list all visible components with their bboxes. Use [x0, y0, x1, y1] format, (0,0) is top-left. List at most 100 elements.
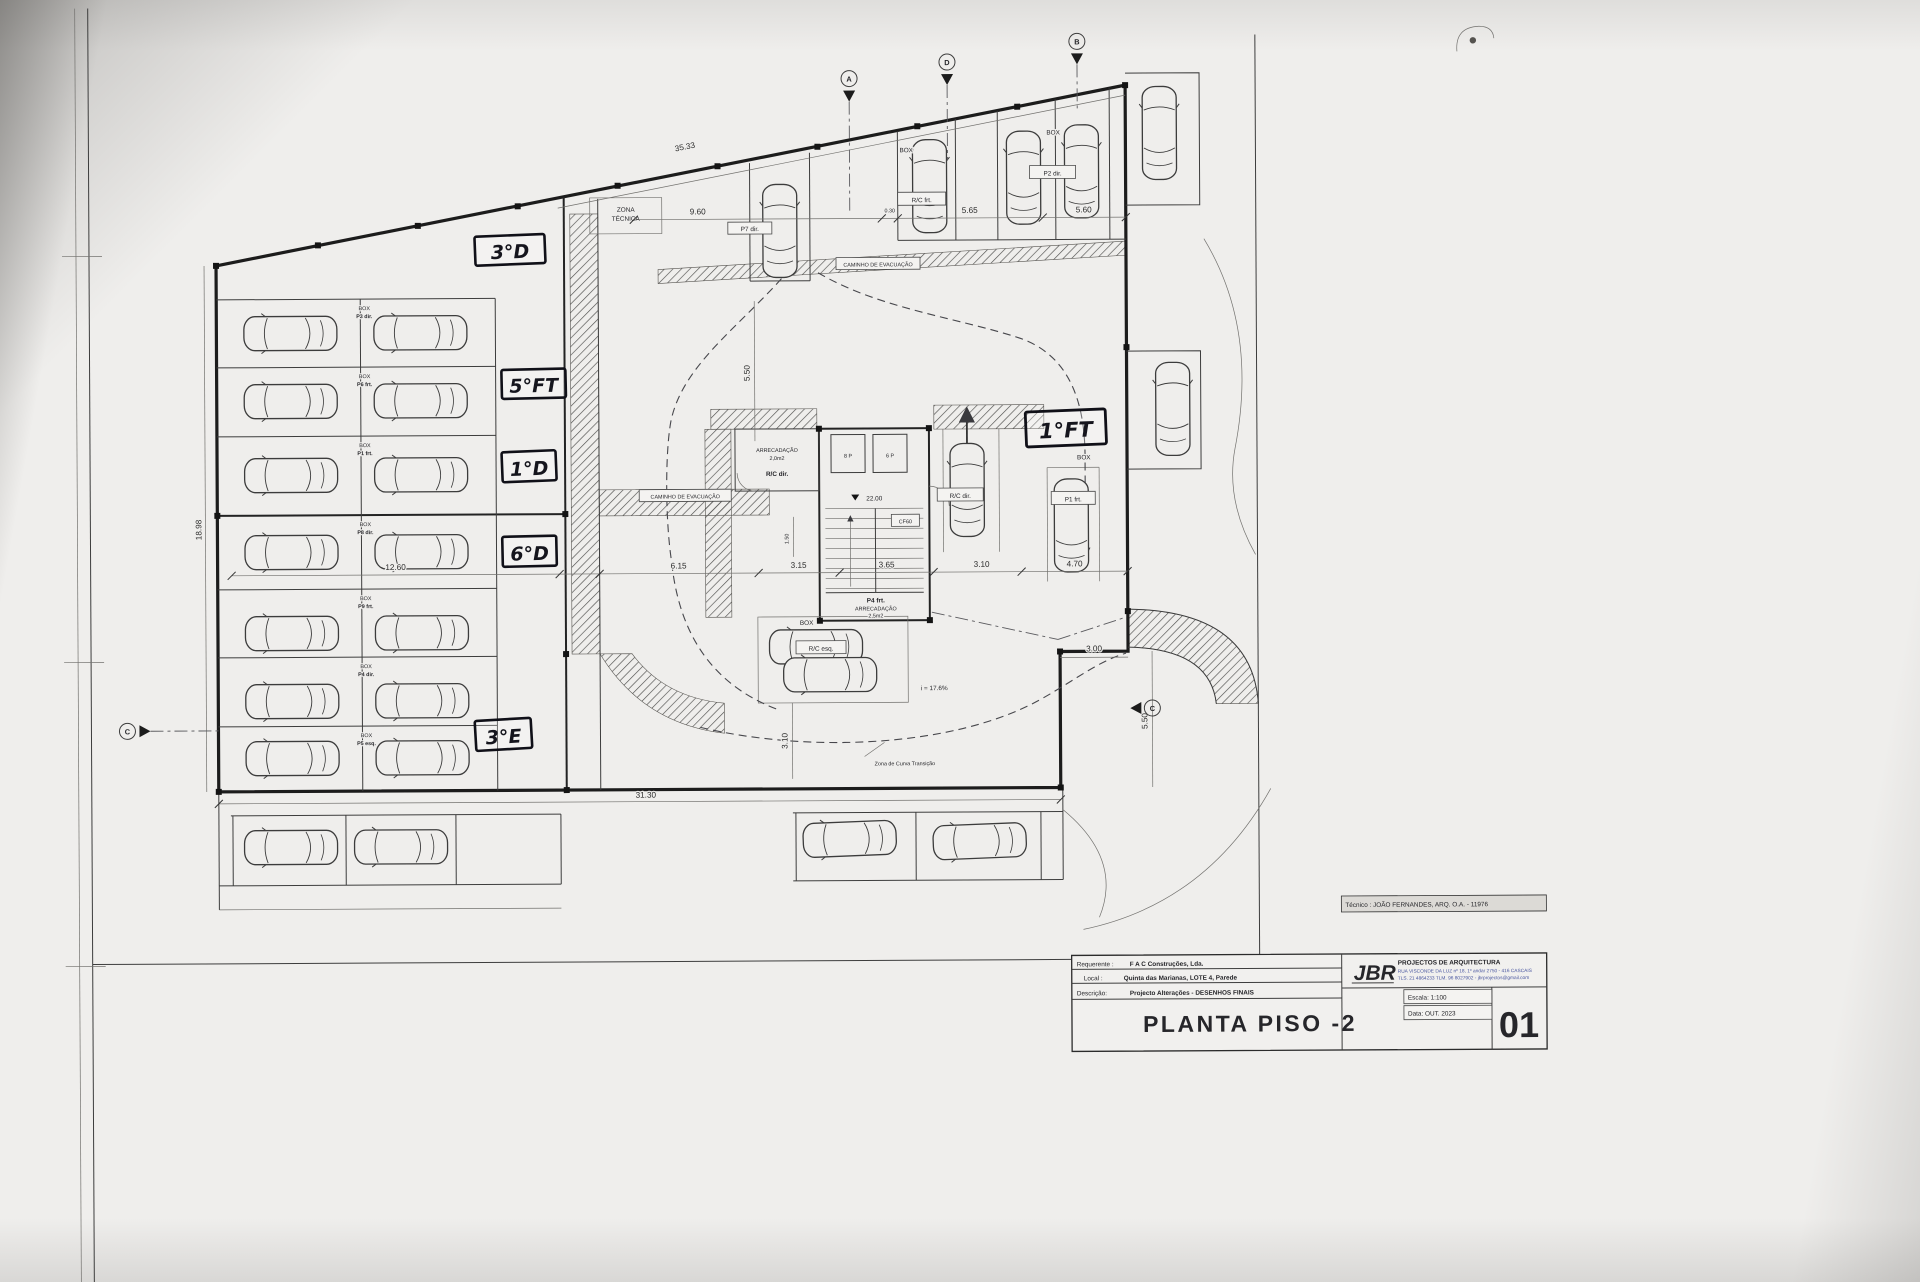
arrecadacao-label-2: ARRECADAÇÃO: [855, 605, 897, 612]
stall-box-label: BOX: [359, 306, 371, 312]
level-label: 22.00: [866, 495, 882, 502]
arrec-area-label-2: 2,5m2: [868, 613, 883, 619]
car-icon: [245, 680, 340, 723]
car-icon: [243, 454, 339, 497]
hand-note-6d: 6°D: [510, 543, 549, 566]
firm-logo: JBR: [1354, 962, 1397, 985]
zona-tecnica-room: [589, 197, 663, 235]
evacuation-label-mid: CAMINHO DE EVACUAÇÃO: [651, 493, 720, 500]
dim-mid-0: 12.60: [385, 563, 406, 572]
descricao-label: Descrição:: [1077, 990, 1107, 997]
car-icon: [373, 311, 468, 354]
stall-id-label: P8 dir.: [357, 530, 374, 536]
car-icon: [782, 653, 878, 696]
section-marker-a: A: [846, 75, 852, 84]
sheet-title: PLANTA PISO -2: [1143, 1010, 1357, 1037]
hatch-corridor-left-core: [704, 428, 733, 618]
stall-box-label: BOX: [359, 443, 371, 449]
parking-row-labels: BOX P3 dir. BOX P6 frt. BOX P1 frt. BOX …: [355, 305, 378, 748]
p1-frt-label: P1 frt.: [1065, 496, 1082, 503]
dim-v-1: 5.50: [743, 365, 752, 381]
registration-dot: [1469, 37, 1477, 44]
sheet-frame: [61, 8, 1495, 1282]
title-block: Técnico : JOÃO FERNANDES, ARQ. O.A. - 11…: [1070, 894, 1548, 1053]
ramp-strip-left: [569, 213, 601, 655]
car-icon: [801, 816, 898, 862]
box-label-top: BOX: [899, 147, 913, 154]
dim-top-slope: 35.33: [674, 140, 696, 153]
hand-note-3e: 3°E: [485, 725, 522, 749]
firm-description: PROJECTOS DE ARQUITECTURA: [1398, 959, 1501, 967]
p2-dir-label: P2 dir.: [1043, 170, 1061, 177]
zona-tecnica-label: ZONA: [617, 207, 636, 214]
stall-id-label: P6 frt.: [357, 382, 373, 388]
stall-box-label: BOX: [360, 664, 372, 670]
rc-dir-room-label: R/C dir.: [766, 471, 789, 478]
requerente-label: Requerente :: [1077, 961, 1114, 968]
elevator-shaft-1: [830, 433, 866, 474]
corner-registration-mark: [1456, 25, 1495, 52]
hatch-curve-bottom: [599, 653, 725, 734]
stall-box-label: BOX: [360, 522, 372, 528]
car-icon: [244, 612, 340, 655]
dim-mid-4: 3.10: [974, 560, 990, 569]
section-marker-d: D: [944, 58, 950, 67]
rc-esq-label: R/C esq.: [809, 646, 834, 653]
stall-box-label: BOX: [361, 733, 373, 739]
car-icon: [373, 379, 468, 422]
stall-box-label: BOX: [360, 596, 372, 602]
car-icon: [1151, 361, 1194, 457]
storage-room: [734, 428, 820, 492]
section-markers: A D B C C: [118, 32, 1161, 740]
arrec-area-label: 2,0m2: [770, 456, 785, 462]
rc-dir-car-label: R/C dir.: [950, 493, 972, 500]
local-value: Quinta das Marianas, LOTE 4, Parede: [1124, 975, 1238, 983]
p4-frt-label: P4 frt.: [867, 597, 885, 604]
dim-right-v: 5.50: [1140, 713, 1149, 729]
car-icon: [243, 380, 338, 423]
core-walls: [817, 427, 931, 622]
stall-id-label: P3 dir.: [356, 314, 373, 320]
garage-walls: [214, 83, 1130, 794]
stall-id-label: P5 esq.: [357, 741, 376, 747]
dim-mid-3: 3.65: [879, 560, 895, 569]
dimensions: 35.33 9.60 0.30 5.65 5.60 18.98 12.60 6.…: [193, 94, 1154, 809]
dim-mid-2: 3.15: [791, 561, 807, 570]
dim-v-3: 3.10: [780, 732, 789, 748]
dim-mid-5: 4.70: [1067, 559, 1083, 568]
dim-left-v: 18.98: [194, 519, 203, 540]
box-label-esq: BOX: [800, 620, 814, 627]
data-text: Data: OUT. 2023: [1408, 1010, 1456, 1017]
evacuation-label-top: CAMINHO DE EVACUAÇÃO: [843, 261, 912, 268]
hatch-curve-right: [1127, 608, 1259, 704]
firm-address-1: RUA VISCONDE DA LUZ nº 18, 1º andar 2750…: [1398, 968, 1532, 975]
ramp-hatching: [569, 213, 1259, 734]
dim-top-2: 0.30: [884, 208, 895, 214]
rc-frt-label: R/C frt.: [912, 197, 932, 204]
tecnico-text: Técnico : JOÃO FERNANDES, ARQ. O.A. - 11…: [1345, 899, 1488, 909]
car-icon: [375, 736, 470, 779]
door-swing-arc: [736, 473, 756, 492]
handwritten-annotations: 3°D 5°FT 1°D 6°D 3°E 1°FT: [473, 232, 1108, 753]
car-icon: [243, 312, 338, 355]
stall-id-label: P4 dir.: [358, 672, 375, 678]
dim-top-3: 5.65: [962, 206, 978, 215]
wall-outline: [214, 83, 1130, 794]
circulation-paths: [666, 268, 1127, 744]
dim-top-4: 5.60: [1076, 205, 1092, 214]
box-label-center: BOX: [1077, 454, 1091, 461]
car-icon: [243, 826, 339, 869]
hand-note-5ft: 5°FT: [509, 375, 560, 398]
section-marker-b: B: [1074, 37, 1079, 46]
stall-id-label: P9 frt.: [358, 604, 374, 610]
p7-dir-label: P7 dir.: [741, 226, 759, 233]
car-icon: [353, 826, 449, 868]
car-icon: [931, 818, 1028, 864]
slope-label: i = 17.6%: [921, 685, 948, 692]
section-marker-c-right: C: [1150, 704, 1156, 713]
curve-zone-label: Zona de Curva Transição: [875, 761, 936, 767]
level-mark: [851, 494, 860, 501]
car-icon: [373, 453, 469, 496]
